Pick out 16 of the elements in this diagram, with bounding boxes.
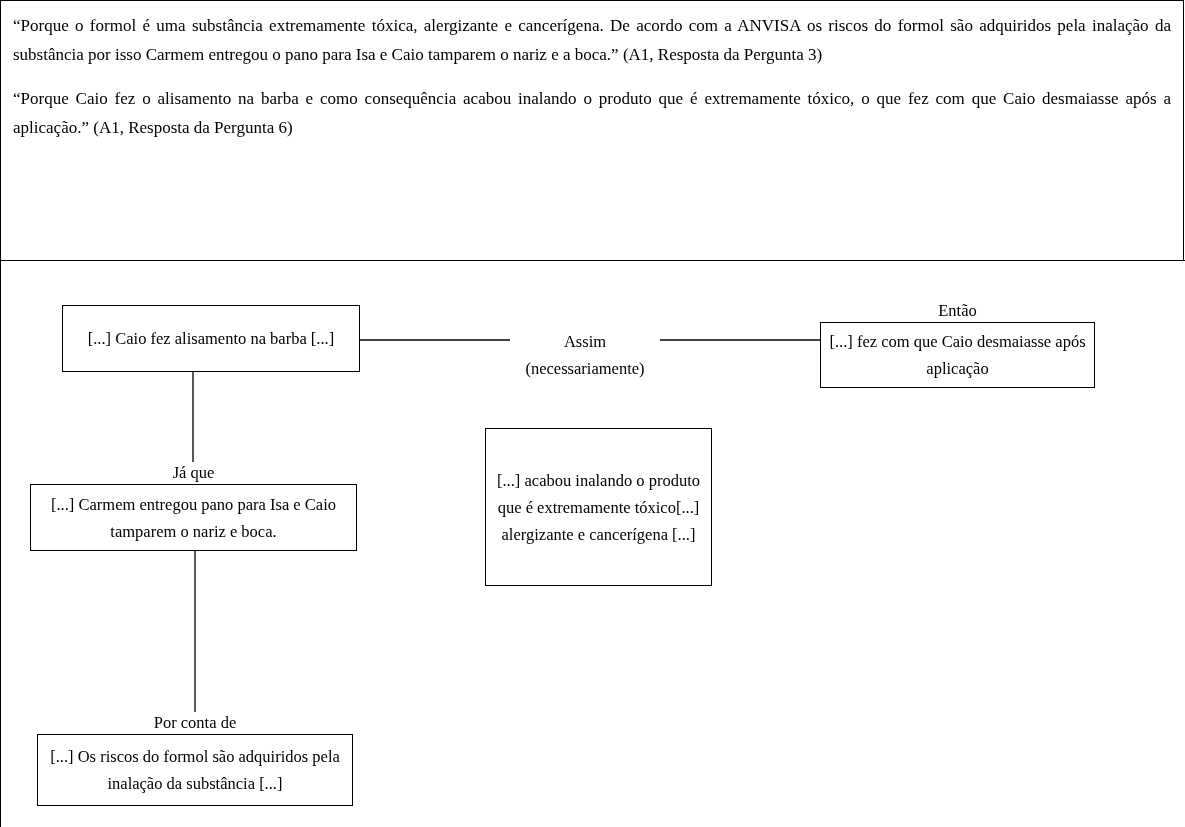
text-box: [...] fez com que Caio desmaiasse após aplicação: [820, 322, 1095, 388]
quote-paragraph: “Porque Caio fez o alisamento na barba e como consequência acabou inalando o produto que é extremamente tóxico, o que fez com que Caio desmaiasse após a aplicação.” (A1, Resposta da Pergunta 6): [13, 88, 1171, 139]
text-box: [...] acabou inalando o produto que é extremamente tóxico[...] alergizante e cancerígena [...]: [485, 428, 712, 586]
relation-label: Já que: [171, 462, 216, 484]
relation-label: Então: [937, 300, 978, 322]
connector-line: [659, 339, 821, 341]
connector-line: [194, 550, 196, 713]
quote-box: [0, 0, 1184, 261]
connector-line: [192, 371, 194, 463]
connector-label: Assim (necessariamente): [510, 328, 660, 382]
quote-paragraph: “Porque o formol é uma substância extremamente tóxica, alergizante e cancerígena. De acordo com a ANVISA os riscos do formol são adquiridos pela inalação da substância por isso Carmem entregou o pano para Isa e Caio tamparem o nariz e a boca.” (A1, Resposta da Pergunta 3): [13, 15, 1171, 66]
connector-line: [359, 339, 511, 341]
relation-label: Por conta de: [152, 712, 238, 734]
text-box: [...] Carmem entregou pano para Isa e Caio tamparem o nariz e boca.: [30, 484, 357, 551]
text-box: [...] Caio fez alisamento na barba [...]: [62, 305, 360, 372]
text-box: [...] Os riscos do formol são adquiridos pela inalação da substância [...]: [37, 734, 353, 806]
